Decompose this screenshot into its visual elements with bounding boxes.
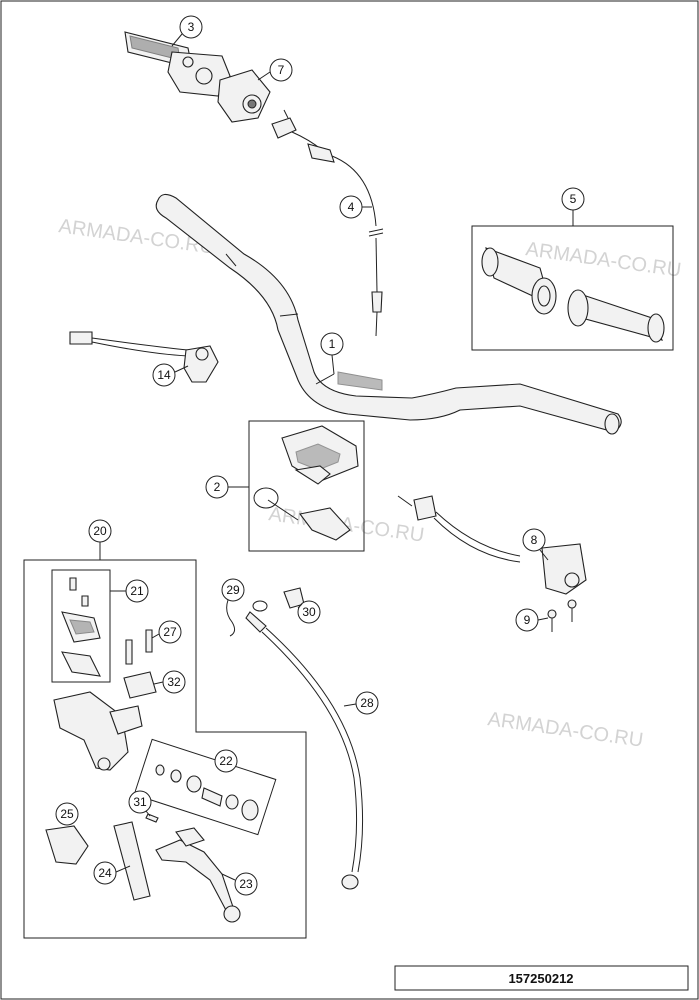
callout-31: 31	[128, 790, 152, 817]
piston-kit	[133, 738, 277, 836]
svg-text:24: 24	[98, 866, 112, 880]
master-cylinder-body	[53, 691, 143, 771]
watermark-2: ARMADA-CO.RU	[524, 238, 682, 282]
handlebar-pad	[253, 425, 359, 541]
throttle-grip	[124, 31, 231, 97]
map-switch	[397, 495, 587, 595]
brake-hose	[226, 587, 364, 890]
svg-text:1: 1	[329, 337, 336, 351]
callout-20: 20	[88, 519, 112, 543]
svg-text:31: 31	[133, 795, 147, 809]
svg-text:32: 32	[167, 675, 181, 689]
adjuster-plate	[113, 821, 151, 901]
svg-text:2: 2	[214, 480, 221, 494]
svg-text:3: 3	[188, 20, 195, 34]
reservoir-cover-box	[51, 569, 111, 683]
clamp-screws	[125, 629, 153, 665]
watermark-4: ARMADA-CO.RU	[486, 708, 644, 752]
svg-text:22: 22	[219, 754, 233, 768]
svg-text:25: 25	[60, 807, 74, 821]
grip-set	[481, 247, 665, 343]
watermark-3: ARMADA-CO.RU	[267, 503, 425, 547]
svg-text:20: 20	[93, 524, 107, 538]
callout-4: 4	[339, 195, 372, 219]
svg-text:5: 5	[570, 192, 577, 206]
callout-32: 32	[153, 670, 186, 694]
callout-14: 14	[152, 363, 189, 387]
document-number-box	[394, 965, 689, 991]
callout-25: 25	[55, 802, 79, 826]
svg-text:21: 21	[130, 584, 144, 598]
callout-22: 22	[214, 749, 238, 773]
svg-text:28: 28	[360, 696, 374, 710]
throttle-cover	[217, 69, 271, 123]
brake-lever	[155, 827, 241, 923]
callout-24: 24	[93, 861, 131, 885]
reservoir-cover	[61, 577, 101, 677]
callout-21: 21	[125, 579, 149, 603]
throttle-cable	[271, 109, 384, 337]
callout-29: 29	[221, 578, 245, 602]
lever-cover	[45, 825, 89, 865]
svg-text:7: 7	[278, 63, 285, 77]
svg-text:27: 27	[163, 625, 177, 639]
handlebar	[155, 193, 622, 435]
pin	[145, 813, 159, 823]
clamp	[123, 671, 157, 699]
callout-2: 2	[205, 475, 229, 499]
svg-text:9: 9	[524, 613, 531, 627]
callout-27: 27	[151, 620, 182, 644]
svg-text:23: 23	[239, 877, 253, 891]
callout-7: 7	[257, 58, 293, 82]
callout-28: 28	[343, 691, 379, 715]
svg-text:14: 14	[157, 368, 171, 382]
svg-text:30: 30	[302, 605, 316, 619]
callout-23: 23	[221, 872, 258, 896]
svg-text:29: 29	[226, 583, 240, 597]
screws	[547, 599, 577, 632]
callout-9: 9	[515, 608, 549, 632]
kill-switch	[69, 331, 219, 383]
callout-3: 3	[171, 15, 203, 47]
brake-master-cylinder-box	[23, 559, 307, 939]
callout-8: 8	[522, 528, 549, 561]
callout-1: 1	[320, 332, 344, 375]
callout-5: 5	[561, 187, 585, 211]
handlebar-clamp-box	[248, 420, 365, 552]
svg-text:4: 4	[348, 200, 355, 214]
document-number: 157250212	[508, 971, 573, 986]
svg-text:8: 8	[531, 533, 538, 547]
callout-30: 30	[297, 600, 321, 624]
